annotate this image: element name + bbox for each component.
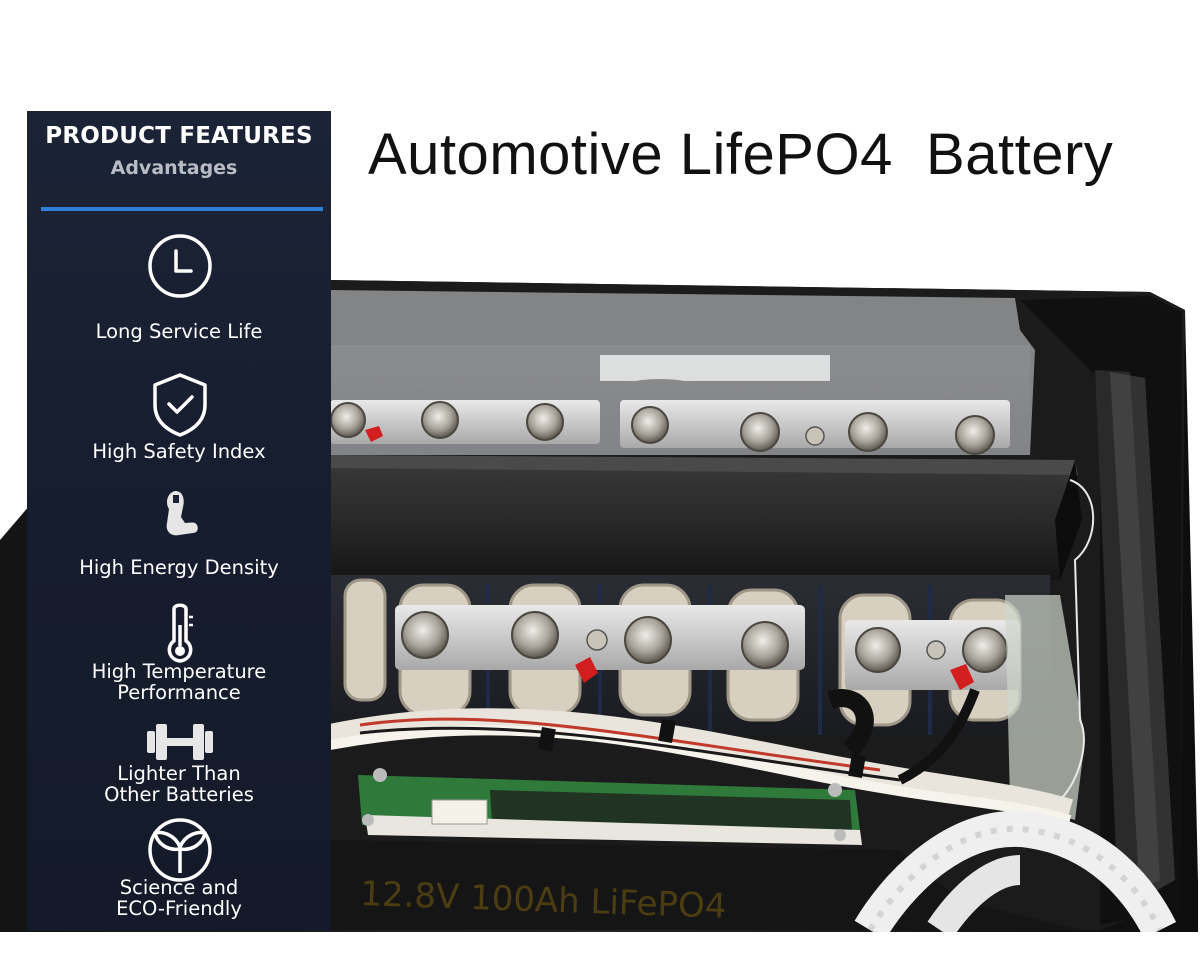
feature-label: Other Batteries [104, 783, 254, 806]
feature-label: High Temperature [91, 660, 267, 683]
feature-label: Science and [119, 876, 239, 899]
feature-label: Long Service Life [95, 320, 263, 343]
dumbbell-icon [147, 724, 213, 760]
features-heading: PRODUCT FEATURES [45, 123, 313, 149]
leaf-sprout-icon [148, 818, 212, 882]
feature-label: Performance [117, 681, 241, 704]
flexed-arm-icon [166, 491, 198, 536]
thermometer-icon [167, 603, 193, 663]
features-panel: PRODUCT FEATURES Advantages Long Service… [27, 111, 331, 931]
feature-label: Lighter Than [117, 762, 241, 785]
feature-label: High Energy Density [79, 556, 279, 579]
feature-label: ECO-Friendly [116, 897, 242, 920]
heading-divider [41, 207, 323, 211]
clock-icon [148, 234, 212, 298]
shield-check-icon [153, 373, 207, 437]
feature-label: High Safety Index [92, 440, 266, 463]
page-title: Automotive LifePO4 Battery [368, 122, 1114, 187]
features-subheading: Advantages [110, 157, 238, 179]
